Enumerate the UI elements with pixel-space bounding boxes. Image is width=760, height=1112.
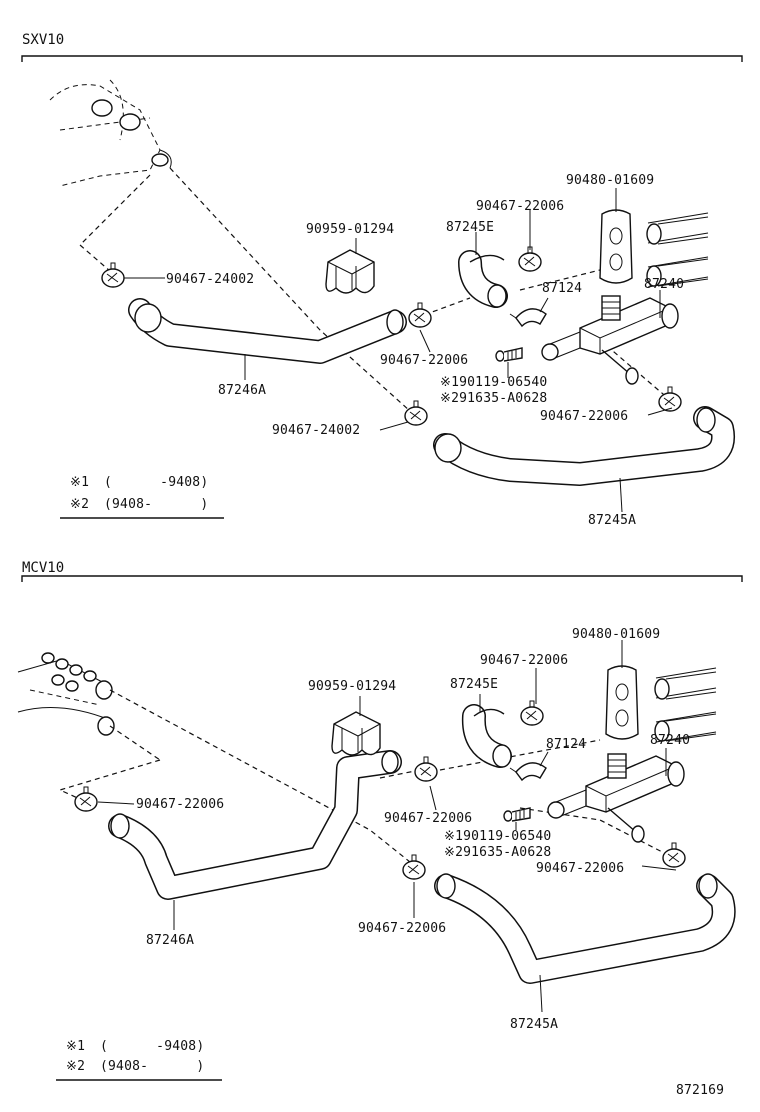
label-clip-e: 90467-22006 <box>480 653 568 668</box>
hose-clamp-icon <box>518 246 542 272</box>
label-bolt-2: ※291635-A0628 <box>440 391 547 406</box>
hose-clamp-icon <box>658 386 682 412</box>
label-bracket: 90959-01294 <box>306 222 394 237</box>
water-valve-icon <box>541 295 679 385</box>
label-clip-large: 90467-22006 <box>136 797 224 812</box>
hose-clamp-icon <box>408 302 432 328</box>
legend-mark-2: ※2 <box>70 497 89 512</box>
legend-range-1: ( -9408) <box>100 1039 204 1054</box>
bolt-icon <box>503 807 531 822</box>
label-hose-a: 87246A <box>146 933 194 948</box>
legend: ※1 ( -9408) ※2 (9408- ) <box>60 475 224 519</box>
leader-lines <box>97 640 677 1013</box>
hose-87246a <box>108 750 402 900</box>
label-clip-mid: 90467-22006 <box>380 353 468 368</box>
legend-mark-2: ※2 <box>66 1059 85 1074</box>
grommet-icon <box>599 209 633 284</box>
hose-clamp-icon <box>101 262 125 288</box>
label-clip-large: 90467-24002 <box>166 272 254 287</box>
section-sxv10: SXV10 <box>21 32 743 528</box>
legend: ※1 ( -9408) ※2 (9408- ) <box>56 1039 222 1081</box>
diagram-id: 872169 <box>676 1083 724 1098</box>
label-hose-e: 87245E <box>450 677 498 692</box>
legend-range-1: ( -9408) <box>104 475 208 490</box>
legend-mark-1: ※1 <box>66 1039 85 1054</box>
bracket-icon <box>331 711 381 756</box>
bolt-icon <box>495 347 523 362</box>
hose-87245a <box>433 406 735 486</box>
label-valve: 87240 <box>644 277 684 292</box>
label-valve: 87240 <box>650 733 690 748</box>
label-clip-lower: 90467-24002 <box>272 423 360 438</box>
label-clip-right: 90467-22006 <box>540 409 628 424</box>
section-rule <box>21 575 743 582</box>
pipe-stubs-icon <box>654 667 717 743</box>
section-mcv10: MCV10 <box>17 560 743 1081</box>
grommet-icon <box>605 665 639 740</box>
hose-87245e <box>461 704 512 768</box>
hose-clamp-icon <box>414 756 438 782</box>
hose-87245a <box>434 873 736 984</box>
label-bracket: 90959-01294 <box>308 679 396 694</box>
label-hose-b: 87245A <box>510 1017 558 1032</box>
section-title: SXV10 <box>22 32 64 48</box>
label-clip-lower: 90467-22006 <box>358 921 446 936</box>
label-bolt-1: ※190119-06540 <box>440 375 547 390</box>
label-hose-a: 87246A <box>218 383 266 398</box>
label-hose-b: 87245A <box>588 513 636 528</box>
label-clip-mid: 90467-22006 <box>384 811 472 826</box>
leader-lines <box>124 188 673 513</box>
label-grommet: 90480-01609 <box>566 173 654 188</box>
hose-clamp-icon <box>662 842 686 868</box>
hose-clamp-icon <box>74 786 98 812</box>
hose-87245e <box>458 250 508 308</box>
label-bolt-2: ※291635-A0628 <box>444 845 551 860</box>
engine-outline <box>17 652 115 736</box>
label-clip-e: 90467-22006 <box>476 199 564 214</box>
pipe-stubs-icon <box>646 212 709 288</box>
engine-outline <box>49 79 172 187</box>
legend-range-2: (9408- ) <box>100 1059 204 1074</box>
hose-clamp-icon <box>404 400 428 426</box>
assembly-dashes <box>58 689 671 871</box>
hose-clamp-icon <box>520 700 544 726</box>
label-clip-right: 90467-22006 <box>536 861 624 876</box>
section-rule <box>21 55 743 62</box>
legend-range-2: (9408- ) <box>104 497 208 512</box>
bracket-icon <box>325 249 375 294</box>
legend-mark-1: ※1 <box>70 475 89 490</box>
hose-87246a <box>128 298 407 364</box>
label-connector: 87124 <box>546 737 586 752</box>
label-hose-e: 87245E <box>446 220 494 235</box>
hose-clamp-icon <box>402 854 426 880</box>
label-grommet: 90480-01609 <box>572 627 660 642</box>
label-bolt-1: ※190119-06540 <box>444 829 551 844</box>
section-title: MCV10 <box>22 560 64 576</box>
label-connector: 87124 <box>542 281 582 296</box>
